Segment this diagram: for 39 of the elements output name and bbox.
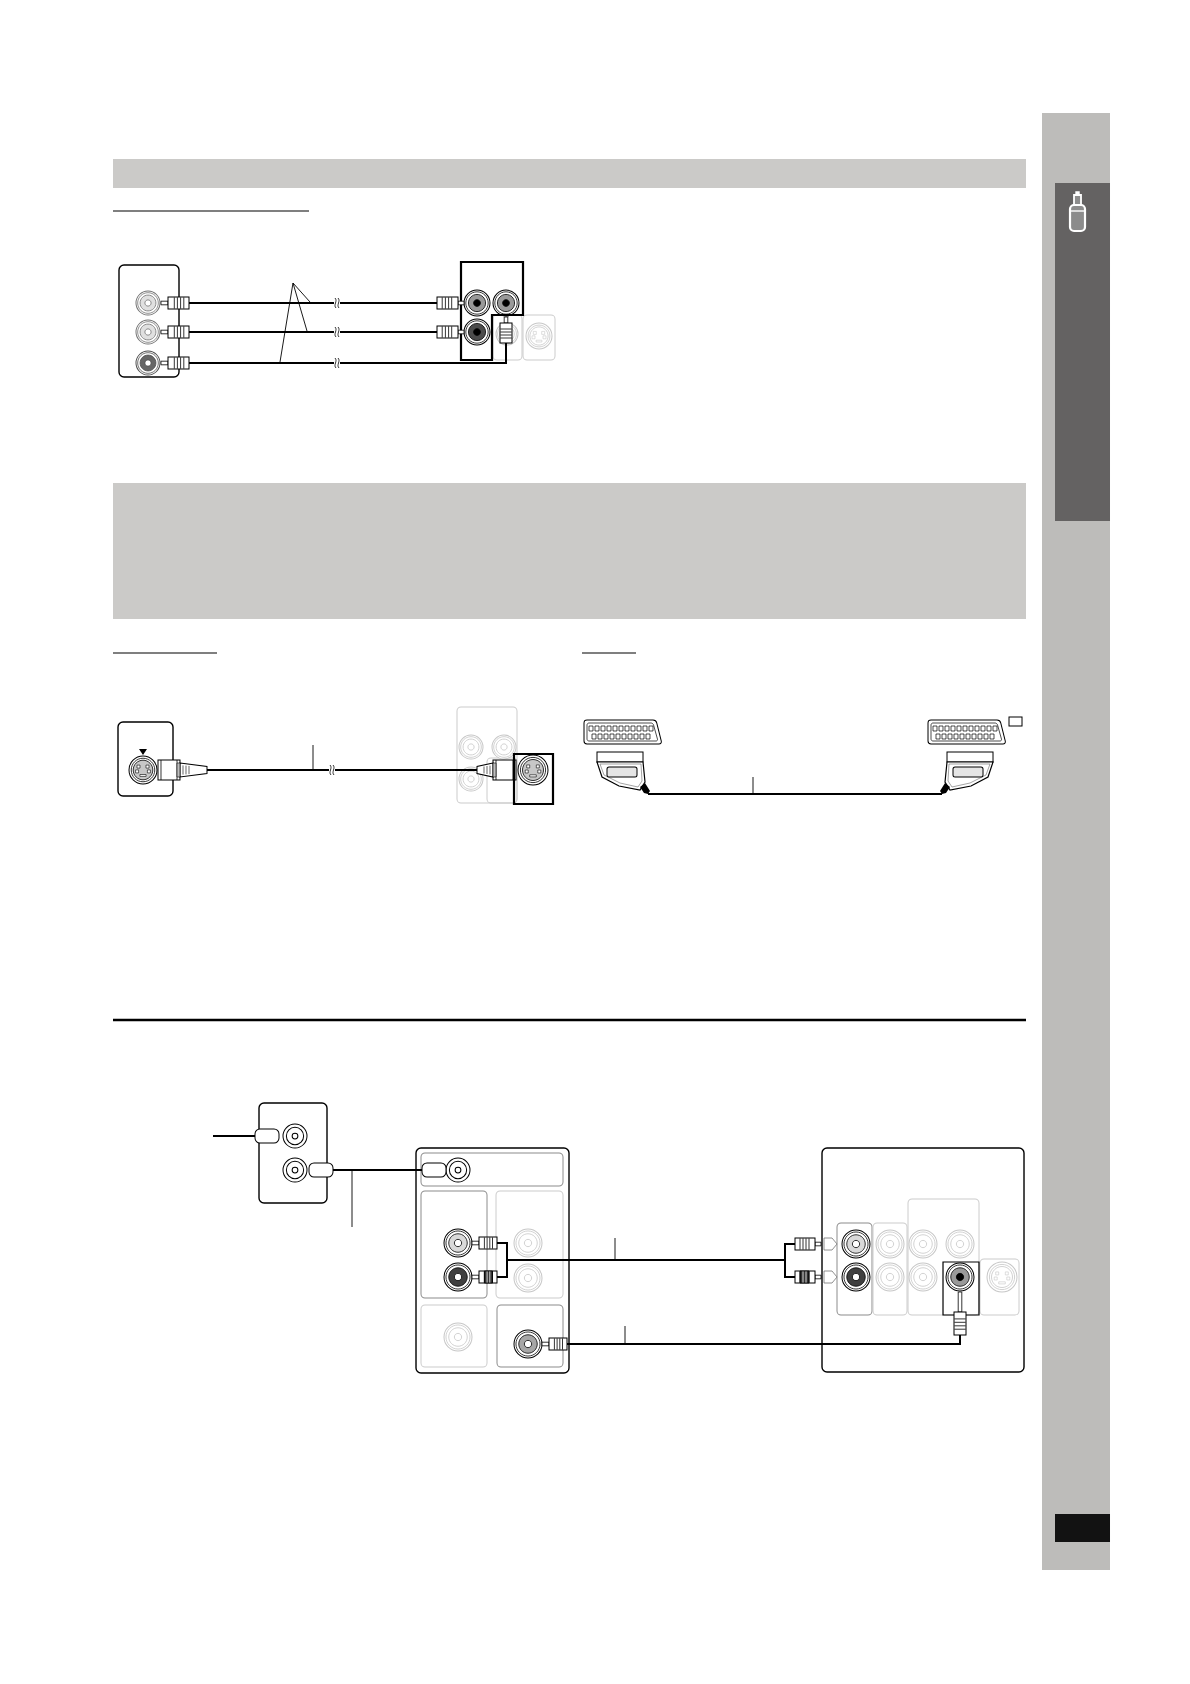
cable <box>566 1334 961 1345</box>
jack-frame <box>942 1261 980 1316</box>
cable <box>332 1169 423 1171</box>
cable <box>212 1135 256 1137</box>
jack-panel <box>459 260 525 362</box>
antenna-plug <box>421 1162 447 1178</box>
rca-plug <box>499 316 513 344</box>
scart-plug <box>583 719 662 794</box>
cable <box>206 769 478 771</box>
rca-plug <box>794 1270 822 1284</box>
antenna-plug <box>254 1128 280 1144</box>
rear-panel <box>118 264 180 378</box>
rear-panel <box>415 1147 570 1374</box>
rear-panel <box>117 721 174 797</box>
rca-plug <box>160 296 190 310</box>
jack-panel <box>512 752 555 806</box>
rca-plug <box>160 325 190 339</box>
antenna-panel <box>258 1102 328 1204</box>
rca-plug <box>436 296 465 310</box>
heading-band <box>113 483 1026 619</box>
rear-panel <box>821 1147 1025 1373</box>
scart-plug <box>927 719 1006 794</box>
cable <box>496 1259 796 1278</box>
rca-plug <box>953 1291 967 1336</box>
rca-plug <box>794 1237 822 1251</box>
antenna-plug <box>308 1162 334 1178</box>
rca-plug <box>471 1236 498 1250</box>
s-video-plug <box>476 759 517 781</box>
cable <box>188 342 507 364</box>
cable <box>496 1242 796 1261</box>
rca-plug <box>541 1337 568 1351</box>
cable <box>647 793 943 795</box>
heading-bar <box>113 159 1026 188</box>
rca-plug <box>160 356 190 370</box>
rca-plug <box>471 1270 498 1284</box>
rca-plug <box>436 325 465 339</box>
cable <box>188 302 438 304</box>
cable <box>188 331 438 333</box>
s-video-plug <box>157 759 208 781</box>
